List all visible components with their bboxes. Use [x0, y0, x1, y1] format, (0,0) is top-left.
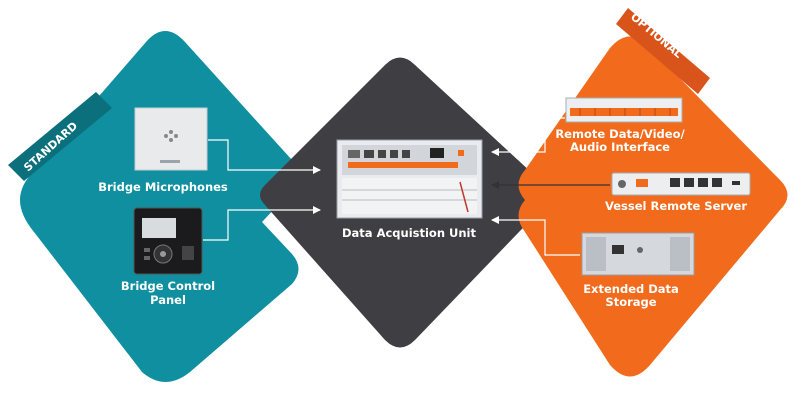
remote-interface-connector	[491, 117, 565, 156]
remote-interface-device	[565, 97, 683, 123]
extended-storage-label-2: Storage	[605, 295, 656, 309]
data-acquisition-unit-label: Data Acquistion Unit	[342, 226, 476, 240]
data-acquisition-unit-device	[336, 139, 483, 219]
remote-interface-label-2: Audio Interface	[570, 140, 670, 154]
microphone-connector	[208, 139, 321, 174]
control-panel-connector	[203, 206, 321, 241]
bridge-microphone-device	[134, 107, 208, 171]
bridge-control-panel-label-1: Bridge Control	[121, 279, 215, 293]
vessel-remote-server-device	[611, 172, 751, 196]
remote-interface-label-1: Remote Data/Video/	[555, 127, 685, 141]
vessel-remote-server-label: Vessel Remote Server	[605, 199, 747, 213]
standard-panel	[20, 31, 299, 382]
extended-storage-device	[581, 232, 695, 276]
bridge-control-panel-device	[133, 207, 203, 275]
extended-storage-label-1: Extended Data	[583, 282, 679, 296]
bridge-control-panel-label-2: Panel	[150, 293, 186, 307]
storage-connector	[491, 216, 580, 256]
bridge-microphones-label: Bridge Microphones	[98, 180, 228, 194]
